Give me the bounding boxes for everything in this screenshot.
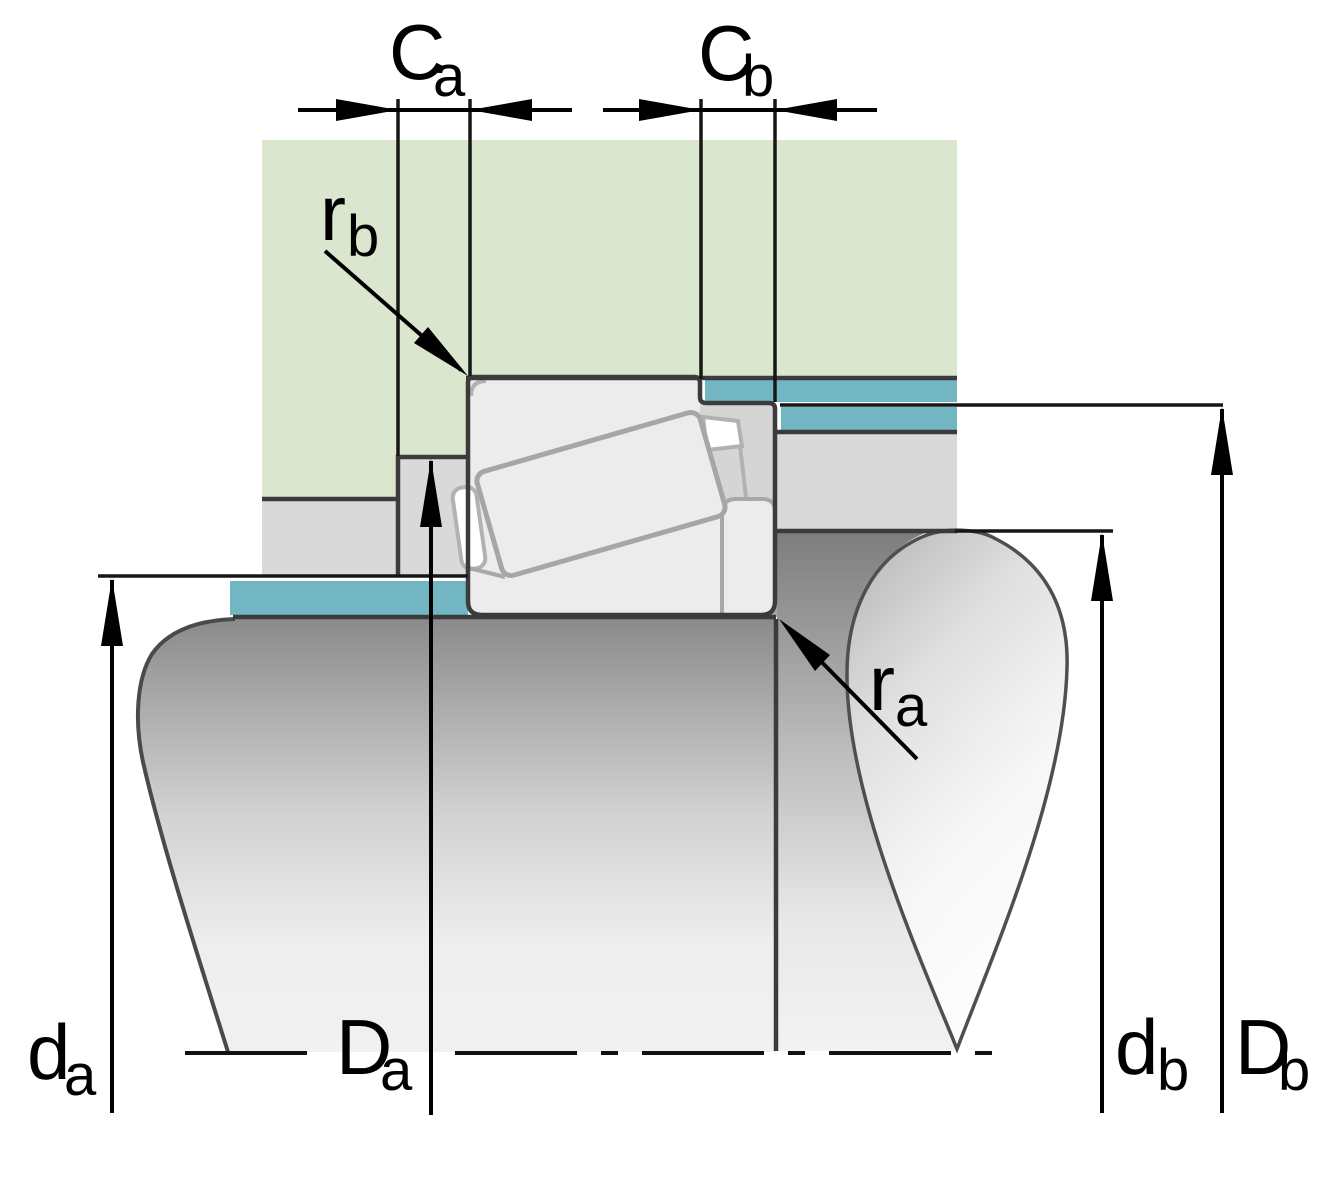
Db-arrowhead [1211, 407, 1233, 475]
label-Db-sub: b [1278, 1038, 1310, 1103]
shaft-body [137, 619, 776, 1052]
ca-arrow-left [336, 99, 398, 121]
shaft-abutment-strip [230, 581, 468, 615]
bearing-cross-section [450, 374, 778, 618]
label-ra-main: r [869, 639, 895, 727]
rb-arrowhead [414, 327, 468, 376]
cb-arrow-left [639, 99, 701, 121]
dimension-labels: C a C b r b r a d a D a d b D b [27, 8, 1310, 1108]
inner-ring-flange [720, 497, 777, 617]
tapered-roller [474, 409, 728, 579]
structural-outlines [233, 375, 957, 1051]
Da-arrowhead [420, 459, 442, 527]
label-Da-sub: a [380, 1038, 413, 1103]
label-cb-main: C [698, 9, 754, 97]
label-da-sub: a [64, 1043, 97, 1108]
db-arrowhead [1091, 533, 1113, 601]
cage-right-bar [738, 445, 748, 498]
label-cb-sub: b [742, 44, 774, 109]
left-spacer-strip [262, 499, 398, 575]
cb-arrow-right [775, 99, 837, 121]
label-ra-sub: a [895, 674, 928, 739]
label-ca-main: C [389, 8, 445, 96]
housing-abutment-strip-lower [781, 407, 957, 430]
arrowheads [101, 99, 1233, 671]
label-rb-sub: b [347, 204, 379, 269]
ca-arrow-right [470, 99, 532, 121]
label-db-sub: b [1157, 1038, 1189, 1103]
shaft-left-profile [135, 617, 236, 1053]
label-Db-main: D [1235, 1003, 1291, 1091]
ra-arrowhead [779, 619, 830, 671]
housing-block [262, 140, 957, 497]
label-rb-main: r [320, 169, 346, 257]
right-cover-block [777, 434, 957, 529]
reference-lines [98, 99, 1223, 578]
label-Da-main: D [336, 1003, 392, 1091]
label-ca-sub: a [433, 44, 466, 109]
cage-corner-arc [469, 379, 487, 397]
label-da-main: d [27, 1008, 70, 1096]
label-db-main: d [1115, 1003, 1158, 1091]
da-arrowhead [101, 578, 123, 646]
inner-ring-race-line [468, 566, 506, 579]
housing-abutment-strip-upper [705, 380, 957, 402]
